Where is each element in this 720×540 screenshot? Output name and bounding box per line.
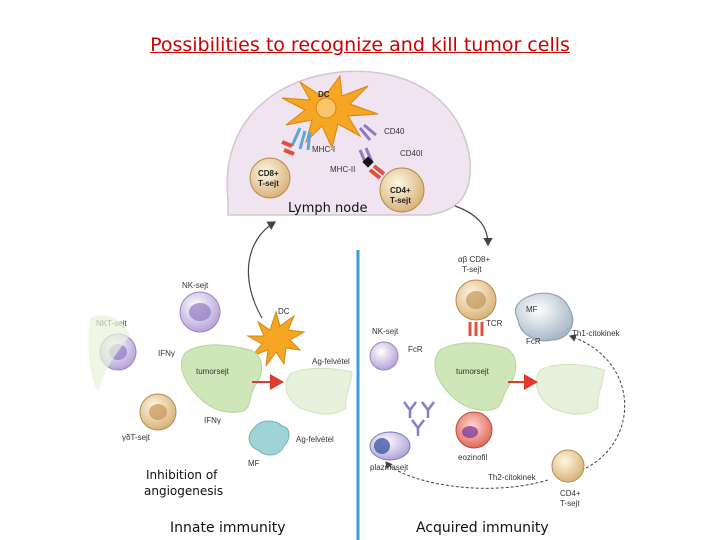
inhibition-caption-line1: Inhibition of [146,468,218,482]
tcr-receptor-icon [468,322,484,336]
tumor-blob-left-icon [88,315,130,392]
dc-label: DC [318,90,330,99]
dead-tumor-cell-acquired-icon [536,364,605,415]
macrophage-acquired-icon [514,292,574,342]
tumor-label-acquired: tumorsejt [456,367,490,376]
dendritic-cell-icon [281,74,379,150]
th1-loop-arrow [569,334,626,469]
cd4-label-line2: T-sejt [390,196,411,205]
ifng2-label: IFNγ [204,416,221,425]
cd40l-label: CD40l [400,149,422,158]
acquired-section: αβ CD8+ T-sejt TCR MF NK-sejt FcR tumors… [369,255,626,508]
tumor-label-innate: tumorsejt [196,367,230,376]
acquired-immunity-caption: Acquired immunity [416,520,549,536]
cd4-t-cell-icon [379,167,425,213]
ab-label-line2: T-sejt [462,265,482,274]
dc-small-icon [246,310,306,367]
mhc-i-label: MHC-I [312,145,335,154]
cd4-acq-line2: T-sejt [560,499,580,508]
th2-label: Th2-citokinek [488,473,537,482]
nk-label-acquired: NK-sejt [372,327,399,336]
fcr1-label: FcR [408,345,423,354]
macrophage-innate-icon [248,420,290,456]
dc-label-innate: DC [278,307,290,316]
ag1-label: Ag-felvétel [312,357,350,366]
cd40-receptor-icon [358,123,377,141]
cd4-label-line1: CD4+ [390,186,411,195]
fcr2-label: FcR [526,337,541,346]
mhc-i-receptor-icon [281,127,312,156]
cd8-label-line1: CD8+ [258,169,279,178]
arrow-lymph-node-to-acquired [454,205,493,247]
mf-label-innate: MF [248,459,260,468]
nk-label: NK-sejt [182,281,209,290]
lymph-node: DC MHC-I CD40 CD40l MHC-II CD8+ T-sejt C… [226,70,471,216]
plasma-label: plazmasejt [370,463,409,472]
mhc-ii-label: MHC-II [330,165,355,174]
dead-tumor-cell-innate-icon [285,367,353,415]
th1-label: Th1-citokinek [572,329,621,338]
innate-section: NK-sejt NKT-sejt DC tumorsejt IFNγ Ag-fe… [88,281,353,468]
antibody-icon [403,401,435,436]
ifng1-label: IFNγ [158,349,175,358]
mhc-ii-receptor-icon [358,147,386,180]
gdt-label: γδT-sejt [122,433,151,442]
eos-label: eozinofil [458,453,488,462]
mf-label-acquired: MF [526,305,538,314]
tcr-label: TCR [486,319,503,328]
cd4-acq-line1: CD4+ [560,489,581,498]
ag2-label: Ag-felvétel [296,435,334,444]
ab-label-line1: αβ CD8+ [458,255,490,264]
cd8-t-cell-icon [249,157,291,199]
innate-immunity-caption: Innate immunity [170,520,286,536]
page-title: Possibilities to recognize and kill tumo… [150,34,570,56]
lymph-node-caption: Lymph node [288,201,368,216]
cd8-label-line2: T-sejt [258,179,279,188]
th2-loop-arrow [385,461,549,489]
tumor-cell-innate-icon [181,344,263,413]
inhibition-caption-line2: angiogenesis [144,484,224,498]
tumor-cell-acquired-icon [434,342,517,411]
cd40-label: CD40 [384,127,405,136]
nk-cell-acquired-icon [369,341,399,371]
cd4-t-cell-acquired-icon [551,449,585,483]
arrow-innate-to-lymph-node [247,221,277,319]
